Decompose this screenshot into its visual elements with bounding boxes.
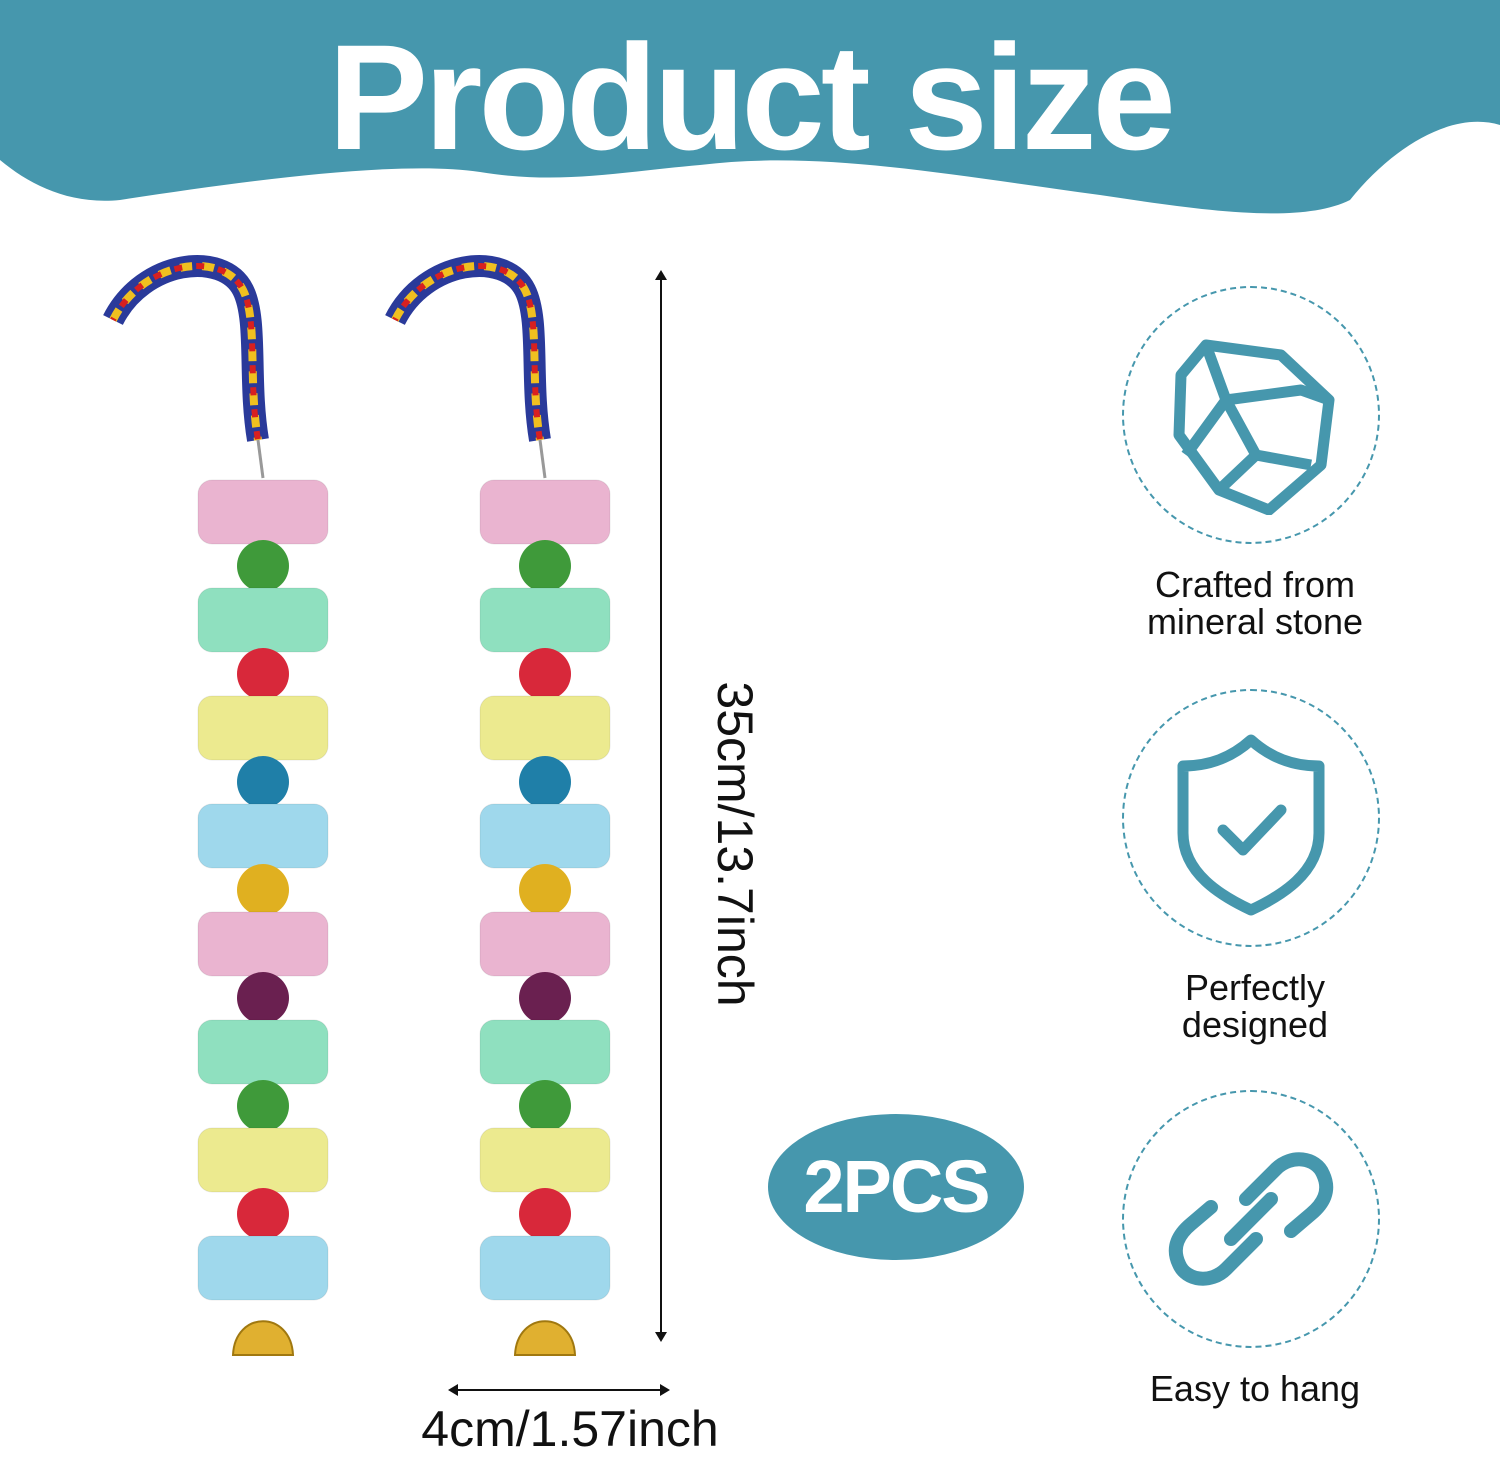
mineral-stone bbox=[479, 1235, 611, 1301]
mineral-stone bbox=[479, 803, 611, 869]
toy-1 bbox=[103, 255, 329, 1356]
mineral-stone bbox=[197, 1127, 329, 1193]
mineral-stone bbox=[479, 1019, 611, 1085]
mineral-stone bbox=[197, 695, 329, 761]
rope bbox=[385, 255, 551, 442]
page-title: Product size bbox=[328, 13, 1176, 181]
stone-icon bbox=[1122, 286, 1380, 544]
mineral-stone bbox=[197, 587, 329, 653]
mineral-stone bbox=[479, 1127, 611, 1193]
feature-label: Easy to hang bbox=[1149, 1368, 1361, 1409]
bell bbox=[513, 1320, 577, 1356]
mineral-stone bbox=[197, 1235, 329, 1301]
mineral-stone bbox=[479, 479, 611, 545]
mineral-stone bbox=[479, 911, 611, 977]
wooden-bead bbox=[237, 972, 289, 1024]
wooden-bead bbox=[237, 1080, 289, 1132]
mineral-stone bbox=[197, 1019, 329, 1085]
header-banner bbox=[0, 0, 1500, 214]
mineral-stone bbox=[197, 479, 329, 545]
wooden-bead bbox=[519, 540, 571, 592]
wooden-bead bbox=[519, 972, 571, 1024]
bell bbox=[231, 1320, 295, 1356]
mineral-stone bbox=[197, 803, 329, 869]
width-label: 4cm/1.57inch bbox=[421, 1401, 719, 1457]
hook bbox=[538, 439, 547, 479]
product-toys bbox=[103, 255, 611, 1356]
wooden-bead bbox=[519, 1188, 571, 1240]
hook bbox=[256, 439, 265, 479]
wooden-bead bbox=[519, 756, 571, 808]
mineral-stone bbox=[197, 911, 329, 977]
wooden-bead bbox=[519, 1080, 571, 1132]
rope bbox=[109, 262, 262, 441]
wooden-bead bbox=[237, 540, 289, 592]
mineral-stone bbox=[479, 695, 611, 761]
quantity-badge: 2PCS bbox=[768, 1114, 1024, 1260]
wooden-bead bbox=[519, 648, 571, 700]
rope bbox=[103, 255, 269, 442]
length-dimension-line bbox=[655, 270, 667, 1342]
wooden-bead bbox=[237, 756, 289, 808]
toy-2 bbox=[385, 255, 611, 1356]
rope bbox=[391, 262, 544, 441]
shield-check-icon bbox=[1122, 689, 1380, 947]
wooden-bead bbox=[237, 648, 289, 700]
width-dimension-line bbox=[448, 1384, 670, 1396]
wooden-bead bbox=[237, 1188, 289, 1240]
wooden-bead bbox=[519, 864, 571, 916]
length-label: 35cm/13.7inch bbox=[707, 681, 763, 1007]
mineral-stone bbox=[479, 587, 611, 653]
wooden-bead bbox=[237, 864, 289, 916]
chain-link-icon bbox=[1122, 1090, 1380, 1348]
